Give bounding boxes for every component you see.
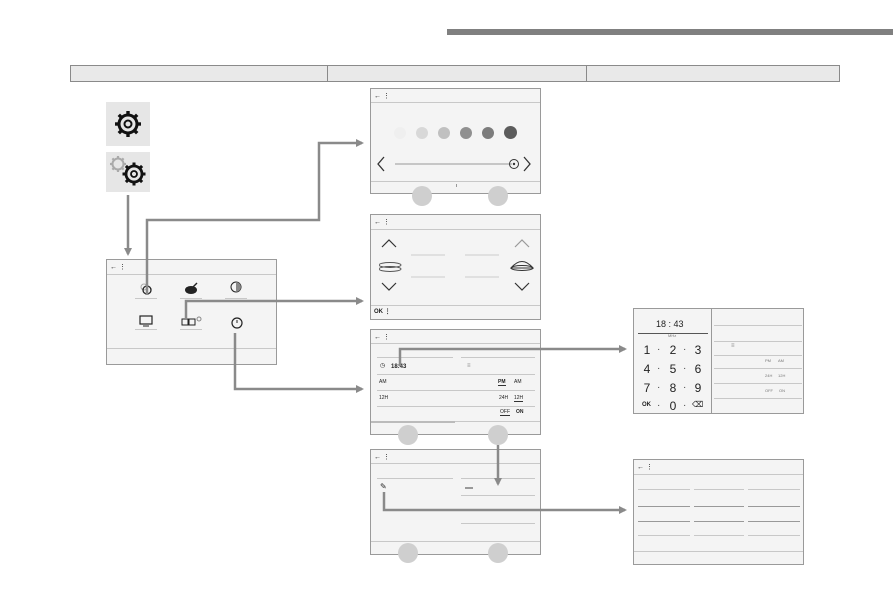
arrow-edit-to-grid: [382, 492, 627, 514]
12h-option[interactable]: 12H: [514, 395, 524, 402]
color-swatch-3[interactable]: [438, 127, 450, 139]
key-6[interactable]: 6: [694, 362, 702, 376]
main-header[interactable]: ← ⋮: [110, 264, 126, 271]
keypad-on: ON: [779, 388, 785, 393]
color-swatch-2[interactable]: [416, 127, 428, 139]
keypad-24h: 24H: [765, 373, 773, 378]
arrow-menu-to-color: [145, 139, 364, 295]
time-indicator-2: [488, 425, 508, 445]
color-indicator-1: [412, 186, 432, 206]
key-2[interactable]: 2: [669, 343, 677, 357]
top-title-bar: [447, 29, 893, 35]
clock-icon: ◷: [380, 363, 386, 369]
time-indicator-1: [398, 425, 418, 445]
grid-screen: ← ⋮: [633, 459, 804, 565]
palette-icon: [185, 282, 198, 294]
nav-header[interactable]: ← ⋮: [374, 219, 390, 226]
menu-lines-icon: ≡: [467, 363, 471, 369]
color-header[interactable]: ← ⋮: [374, 93, 390, 100]
menu-item-display[interactable]: [138, 314, 154, 328]
color-swatch-1[interactable]: [394, 127, 406, 139]
display-icon: [139, 315, 153, 327]
nav-ok-button[interactable]: OK ⋮: [374, 309, 391, 315]
edit-header[interactable]: ← ⋮: [374, 454, 390, 461]
menu-item-palette[interactable]: [182, 280, 200, 298]
12h-label: 12H: [379, 395, 389, 401]
off-option[interactable]: OFF: [500, 409, 510, 416]
pencil-icon[interactable]: ✎: [380, 482, 387, 491]
key-3[interactable]: 3: [694, 343, 702, 357]
edit-indicator-1: [398, 543, 418, 563]
main-settings-screen: ← ⋮: [106, 259, 277, 365]
color-indicator-2: [488, 186, 508, 206]
display-settings-gears-icon: [110, 156, 146, 186]
settings-tile[interactable]: [106, 102, 150, 146]
key-1[interactable]: 1: [643, 343, 651, 357]
time-screen: ← ⋮ ◷ 18:43 ≡ AM PM AM 12H 24H 12H OFF O…: [370, 329, 541, 435]
key-7[interactable]: 7: [643, 381, 651, 395]
header-col-1: [71, 66, 328, 81]
keypad-pm: PM: [765, 358, 771, 363]
arrow-menu-to-nav: [184, 297, 364, 320]
time-value[interactable]: 18:43: [391, 364, 407, 370]
display-settings-tile[interactable]: [106, 152, 150, 192]
keypad-screen: 18 : 43 MHz 1 2 3 4 5 6 7 8 9 ·· ·· ·· O…: [633, 308, 804, 414]
am-label: AM: [379, 379, 387, 385]
24h-option[interactable]: 24H: [499, 395, 509, 401]
key-8[interactable]: 8: [669, 381, 677, 395]
color-swatch-4[interactable]: [460, 127, 472, 139]
keypad-menu-lines-icon: ≡: [731, 343, 735, 349]
menu-item-timer[interactable]: [229, 314, 245, 330]
arrow-time-to-keypad: [398, 345, 627, 366]
header-col-2: [328, 66, 587, 81]
keypad-ok-button[interactable]: OK: [642, 402, 651, 408]
keypad-sub-label: MHz: [668, 333, 677, 338]
timer-icon: [231, 317, 243, 329]
nav-controls[interactable]: [379, 237, 539, 299]
key-0[interactable]: 0: [669, 399, 677, 413]
backspace-icon[interactable]: ⌫: [692, 400, 704, 409]
settings-gear-icon: [115, 111, 141, 137]
pm-option[interactable]: PM: [498, 379, 506, 386]
color-swatch-6[interactable]: [504, 126, 517, 139]
key-5[interactable]: 5: [669, 362, 677, 376]
slider-row[interactable]: [377, 155, 537, 177]
color-screen: ← ⋮: [370, 88, 541, 194]
navigation-screen: ← ⋮ OK ⋮: [370, 214, 541, 320]
brightness-icon: [230, 281, 242, 293]
am-option[interactable]: AM: [514, 379, 522, 385]
grid-header[interactable]: ← ⋮: [637, 464, 653, 471]
edit-screen: ← ⋮ ✎: [370, 449, 541, 555]
arrow-menu-to-time: [233, 333, 364, 393]
keypad-off: OFF: [765, 388, 773, 393]
keypad-12h: 12H: [778, 373, 786, 378]
on-option[interactable]: ON: [516, 409, 524, 415]
menu-item-brightness[interactable]: [227, 278, 247, 298]
key-9[interactable]: 9: [694, 381, 702, 395]
edit-indicator-2: [488, 543, 508, 563]
keypad-time-display: 18 : 43: [656, 319, 684, 329]
keypad-am: AM: [778, 358, 784, 363]
time-header[interactable]: ← ⋮: [374, 334, 390, 341]
header-row: [70, 65, 840, 82]
key-4[interactable]: 4: [643, 362, 651, 376]
color-swatch-5[interactable]: [482, 127, 494, 139]
